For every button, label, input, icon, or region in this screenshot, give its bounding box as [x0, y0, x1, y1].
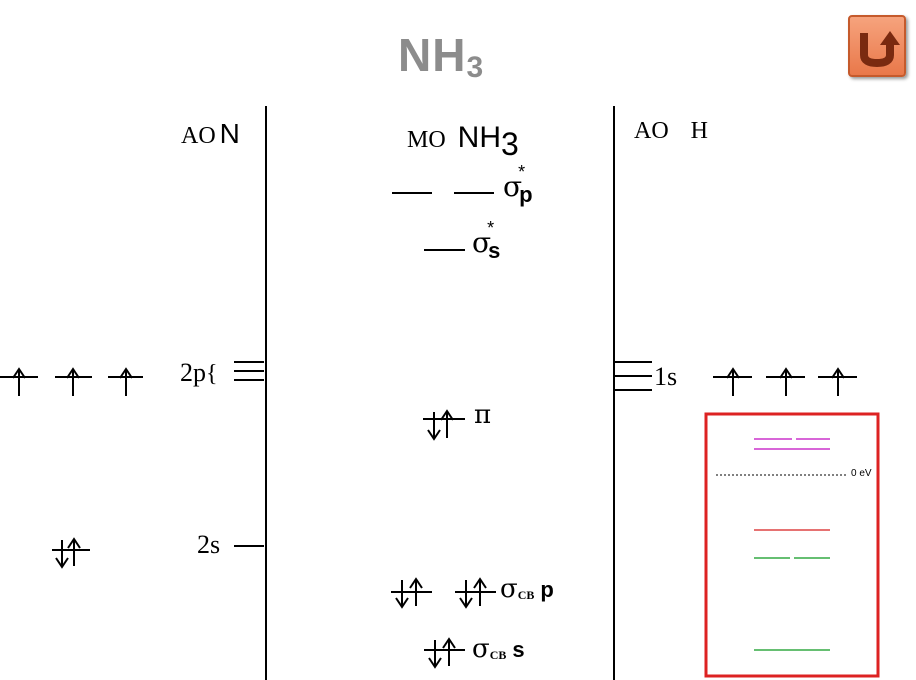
title-subscript: 3 — [466, 51, 485, 84]
return-arrow-icon — [860, 31, 900, 68]
diagram-title: NH3 — [398, 28, 485, 84]
mo-molecule: NH3 — [457, 121, 519, 162]
n-2s-electrons — [52, 538, 90, 568]
h-1s-label: 1s — [654, 362, 678, 391]
sigma-cb-s-electrons — [424, 638, 465, 668]
h-1s-levels — [614, 361, 652, 391]
return-button[interactable] — [848, 15, 906, 77]
pi-label: π — [474, 400, 492, 430]
ao-left-atom: N — [219, 118, 240, 149]
inset-zero-label: 0 eV — [851, 468, 872, 479]
right-separator-line — [613, 106, 615, 680]
h-1s-electrons — [713, 368, 857, 397]
pi-electrons — [423, 410, 465, 440]
n-2p-brace: { — [206, 361, 218, 387]
inset-frame — [704, 412, 880, 678]
sigma-cb-p-electrons — [391, 578, 496, 608]
energy-inset — [704, 412, 880, 678]
sigma-s-star-label: σ*s — [472, 218, 501, 263]
n-2p-electrons — [0, 368, 143, 397]
n-2p-levels — [234, 361, 264, 381]
sigma-p-star-label: σ*p — [503, 162, 533, 207]
title-main: NH — [398, 29, 467, 81]
n-2s-label: 2s — [197, 530, 221, 559]
ao-right-atom: H — [690, 118, 709, 144]
n-2p-label: 2p{ — [180, 358, 218, 387]
left-separator-line — [265, 106, 267, 680]
